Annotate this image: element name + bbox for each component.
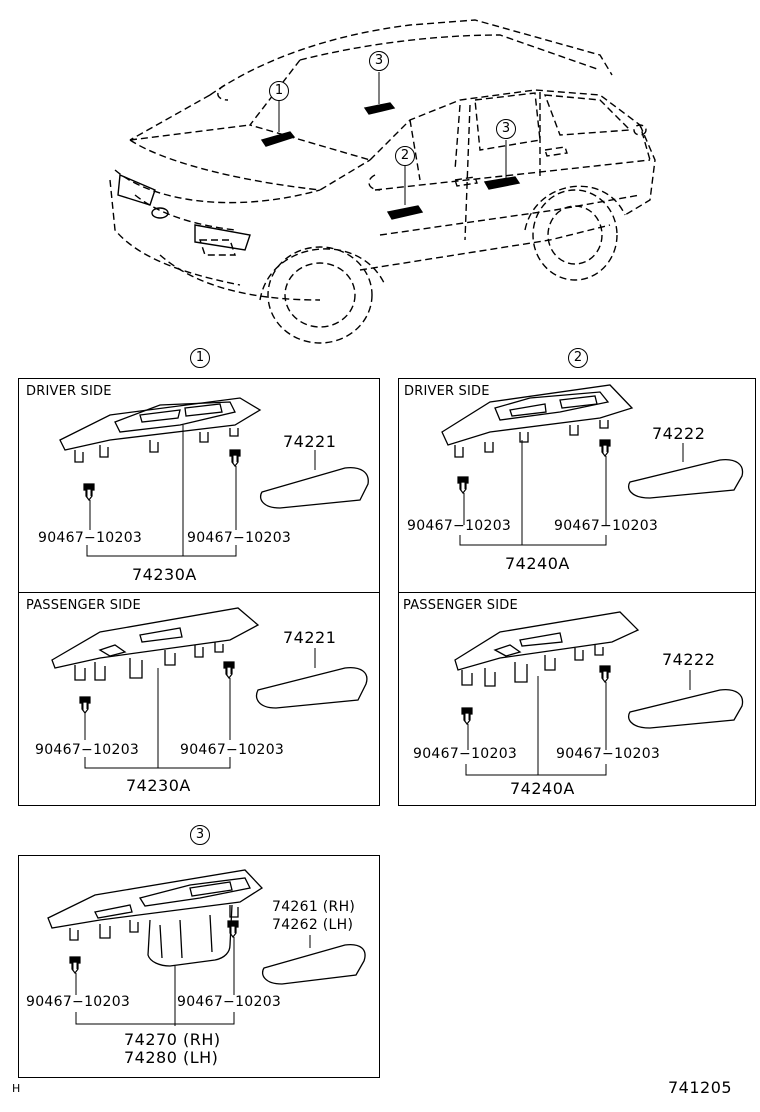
s1-driver-panel-part: 74230A (132, 565, 197, 584)
s2-passenger-header: PASSENGER SIDE (403, 598, 518, 613)
s2-passenger-art (454, 611, 744, 776)
s2-driver-pad-part: 74222 (652, 424, 706, 443)
s2-passenger-screw-left: 90467−10203 (413, 746, 518, 762)
s1-passenger-screw-left: 90467−10203 (35, 742, 140, 758)
s1-driver-screw-left: 90467−10203 (38, 530, 143, 546)
s2-driver-screw-left: 90467−10203 (407, 518, 512, 534)
footer-left-mark: H (12, 1082, 21, 1095)
s1-passenger-panel-part: 74230A (126, 776, 191, 795)
vehicle-callout-3-roof: 3 (369, 51, 389, 71)
s1-passenger-header: PASSENGER SIDE (26, 598, 141, 613)
vehicle-callout-3-door: 3 (496, 119, 516, 139)
s1-passenger-art (51, 607, 368, 769)
section-3-callout: 3 (190, 825, 210, 845)
s1-driver-header: DRIVER SIDE (26, 384, 112, 399)
s3-pad-part-rh: 74261 (RH) (272, 899, 356, 915)
s3-pad-part-lh: 74262 (LH) (272, 917, 354, 933)
vehicle-callout-2: 2 (395, 146, 415, 166)
s1-passenger-pad-part: 74221 (283, 628, 337, 647)
vehicle-callout-1: 1 (269, 81, 289, 101)
s1-driver-screw-right: 90467−10203 (187, 530, 292, 546)
section-2-divider (398, 592, 756, 593)
s3-screw-right: 90467−10203 (177, 994, 282, 1010)
s2-passenger-pad-part: 74222 (662, 650, 716, 669)
figure-number: 741205 (668, 1078, 733, 1097)
s2-passenger-panel-part: 74240A (510, 779, 575, 798)
section-3-panel (18, 855, 380, 1078)
s2-driver-panel-part: 74240A (505, 554, 570, 573)
s3-panel-part-rh: 74270 (RH) (124, 1030, 221, 1049)
s2-driver-screw-right: 90467−10203 (554, 518, 659, 534)
vehicle-illustration (109, 19, 656, 344)
section-2-callout: 2 (568, 348, 588, 368)
s1-driver-pad-part: 74221 (283, 432, 337, 451)
s1-driver-art (59, 397, 369, 557)
s2-driver-header: DRIVER SIDE (404, 384, 490, 399)
s3-panel-part-lh: 74280 (LH) (124, 1048, 219, 1067)
section-1-callout: 1 (190, 348, 210, 368)
s3-art (47, 869, 366, 1026)
s3-screw-left: 90467−10203 (26, 994, 131, 1010)
section-1-divider (18, 592, 380, 593)
s2-passenger-screw-right: 90467−10203 (556, 746, 661, 762)
s2-driver-art (441, 384, 744, 546)
s1-passenger-screw-right: 90467−10203 (180, 742, 285, 758)
